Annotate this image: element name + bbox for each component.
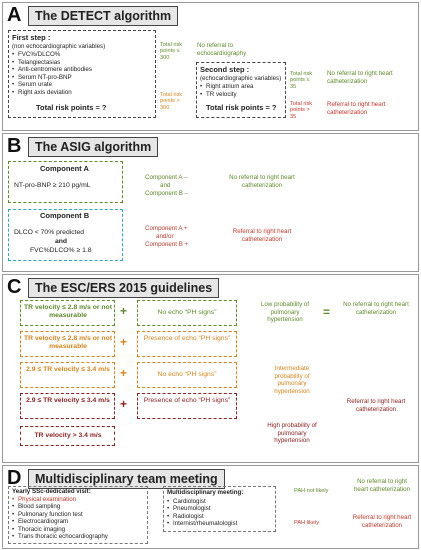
- arrow-a2-low-text: Total risk points ≤ 35: [290, 71, 313, 90]
- component-b-criterion1: DLCO < 70% predicted: [14, 229, 85, 236]
- second-step-box: [196, 62, 286, 118]
- panel-c-title: The ESC/ERS 2015 guidelines: [28, 278, 220, 298]
- d-result-no: No referral to right heart catheterizati…: [353, 478, 411, 493]
- pah-likely: PAH likely: [294, 520, 320, 526]
- second-step-list: Right atrium area TR velocity: [200, 83, 253, 98]
- list-item: Thoracic imaging: [12, 526, 108, 534]
- arrow-a-low-text: Total risk points ≤ 300: [160, 42, 183, 61]
- first-step-total: Total risk points = ?: [36, 103, 107, 112]
- echo-box-2: [137, 331, 237, 357]
- list-item: Trans thoracic echocardiography: [12, 533, 108, 541]
- echo-box-4: [137, 393, 237, 419]
- arrow-a-high-text: Total risk points > 300: [160, 92, 183, 111]
- first-step-list: FVC%/DLCO% Telangiectasias Anti-centrome…: [12, 51, 92, 97]
- echo-box-3: [137, 362, 237, 388]
- echo-text-1: No echo “PH signs”: [157, 309, 217, 316]
- component-b-criterion2: FVC%DLCO% ≥ 1.8: [30, 247, 92, 254]
- meeting-box: [163, 486, 276, 532]
- panel-b-title: The ASIG algorithm: [28, 137, 159, 157]
- component-b-and: and: [55, 238, 68, 245]
- result-no: No referral to right heart catheterizati…: [343, 301, 409, 316]
- prob-mid: Intermediate probability of pulmonary hy…: [274, 365, 310, 395]
- list-item: Right axis deviation: [12, 89, 92, 97]
- panel-c: [2, 274, 419, 463]
- list-item: Pneumologist: [167, 505, 237, 513]
- panel-b-letter: B: [7, 135, 22, 157]
- panel-a-title: The DETECT algorithm: [28, 6, 179, 26]
- tr-box-5: [20, 426, 115, 446]
- meeting-title: Multidisciplinary meeting:: [167, 489, 244, 496]
- list-item: TR velocity: [200, 91, 253, 99]
- first-step-subtitle: (non echocardiographic variables): [12, 43, 106, 50]
- panel-d-letter: D: [7, 467, 22, 489]
- visit-heading: Yearly SSc-dedicated visit:: [12, 488, 91, 495]
- plus-4: +: [120, 397, 128, 411]
- prob-high: High probability of pulmonary hypertensi…: [267, 422, 317, 445]
- list-item: Physical examination: [12, 496, 108, 504]
- plus-3: +: [120, 366, 128, 380]
- list-item: Serum NT-pro-BNP: [12, 74, 92, 82]
- component-a-criterion: NT-pro-BNP ≥ 210 pg/mL: [14, 182, 91, 189]
- list-item: Anti-centromere antibodies: [12, 66, 92, 74]
- echo-box-1: [137, 300, 237, 326]
- arrow-b-bottom-l2: and/or: [156, 233, 174, 240]
- tr-box-2: [20, 331, 115, 357]
- echo-text-4: Presence of echo “PH signs”: [143, 397, 231, 404]
- tr-box-3: [20, 362, 115, 388]
- component-b-title: Component B: [40, 211, 90, 220]
- arrow-b-top-l1: Component A –: [145, 174, 188, 181]
- component-a-title: Component A: [40, 164, 89, 173]
- arrow-b-top-result: No referral to right heart catheterizati…: [229, 174, 295, 189]
- component-a-box: [8, 161, 123, 203]
- tr-text-5: TR velocity > 3.4 m/s: [34, 432, 102, 439]
- pah-not-likely: PAH not likely: [294, 488, 329, 494]
- arrow-a2-high-text: Total risk points > 35: [290, 101, 313, 120]
- d-result-yes: Referral to right heart catheterization: [352, 514, 412, 529]
- result-yes: Referral to right heart catheterization: [346, 398, 406, 413]
- panel-c-letter: C: [7, 276, 22, 298]
- list-item: FVC%/DLCO%: [12, 51, 92, 59]
- tr-text-2: TR velocity ≤ 2.8 m/s or not measurable: [24, 335, 112, 350]
- visit-box: [8, 486, 148, 544]
- first-step-box: [8, 30, 156, 118]
- component-b-box: [8, 209, 123, 261]
- equals: =: [323, 305, 331, 319]
- list-item: Radiologist: [167, 513, 237, 521]
- list-item: Telangiectasias: [12, 59, 92, 67]
- second-step-subtitle: (echocardiographic variables): [200, 75, 282, 82]
- plus-2: +: [120, 335, 128, 349]
- tr-text-3: 2.9 ≤ TR velocity ≤ 3.4 m/s: [26, 366, 110, 373]
- meeting-list: Cardiologist Pneumologist Radiologist In…: [167, 498, 237, 528]
- echo-text-3: No echo “PH signs”: [157, 371, 217, 378]
- arrow-a-low-result: No referral to echocardiography: [197, 42, 247, 57]
- arrow-b-top-l2: and: [160, 182, 171, 189]
- list-item: Electrocardiogram: [12, 518, 108, 526]
- arrow-b-bottom-result: Referral to right heart catheterization: [232, 228, 292, 243]
- first-step-title: First step :: [12, 33, 51, 42]
- tr-box-1: [20, 300, 115, 326]
- list-item: Serum urate: [12, 81, 92, 89]
- prob-low: Low probability of pulmonary hypertensio…: [260, 301, 310, 324]
- visit-list: Physical examination Blood sampling Pulm…: [12, 496, 108, 541]
- tr-box-4: [20, 393, 115, 419]
- arrow-a2-low-result: No referral to right heart catheterizati…: [327, 70, 393, 85]
- echo-text-2: Presence of echo “PH signs”: [143, 335, 231, 342]
- panel-a-letter: A: [7, 4, 22, 26]
- panel-d-title: Multidisciplinary team meeting: [28, 469, 225, 489]
- tr-text-1: TR velocity ≤ 2.8 m/s or not measurable: [24, 304, 112, 319]
- list-item: Internist/rheumatologist: [167, 520, 237, 528]
- list-item: Cardiologist: [167, 498, 237, 506]
- list-item: Right atrium area: [200, 83, 253, 91]
- arrow-b-top-l3: Component B –: [145, 190, 188, 197]
- arrow-b-bottom-l3: Component B +: [145, 241, 189, 248]
- plus-1: +: [120, 304, 128, 318]
- second-step-title: Second step :: [200, 65, 250, 74]
- list-item: Blood sampling: [12, 503, 108, 511]
- tr-text-4: 2.9 ≤ TR velocity ≤ 3.4 m/s: [26, 397, 110, 404]
- arrow-b-bottom-l1: Component A +: [145, 225, 188, 232]
- arrow-a2-high-result: Referral to right heart catheterization: [327, 101, 386, 116]
- second-step-total: Total risk points = ?: [206, 103, 277, 112]
- list-item: Pulmonary function test: [12, 511, 108, 519]
